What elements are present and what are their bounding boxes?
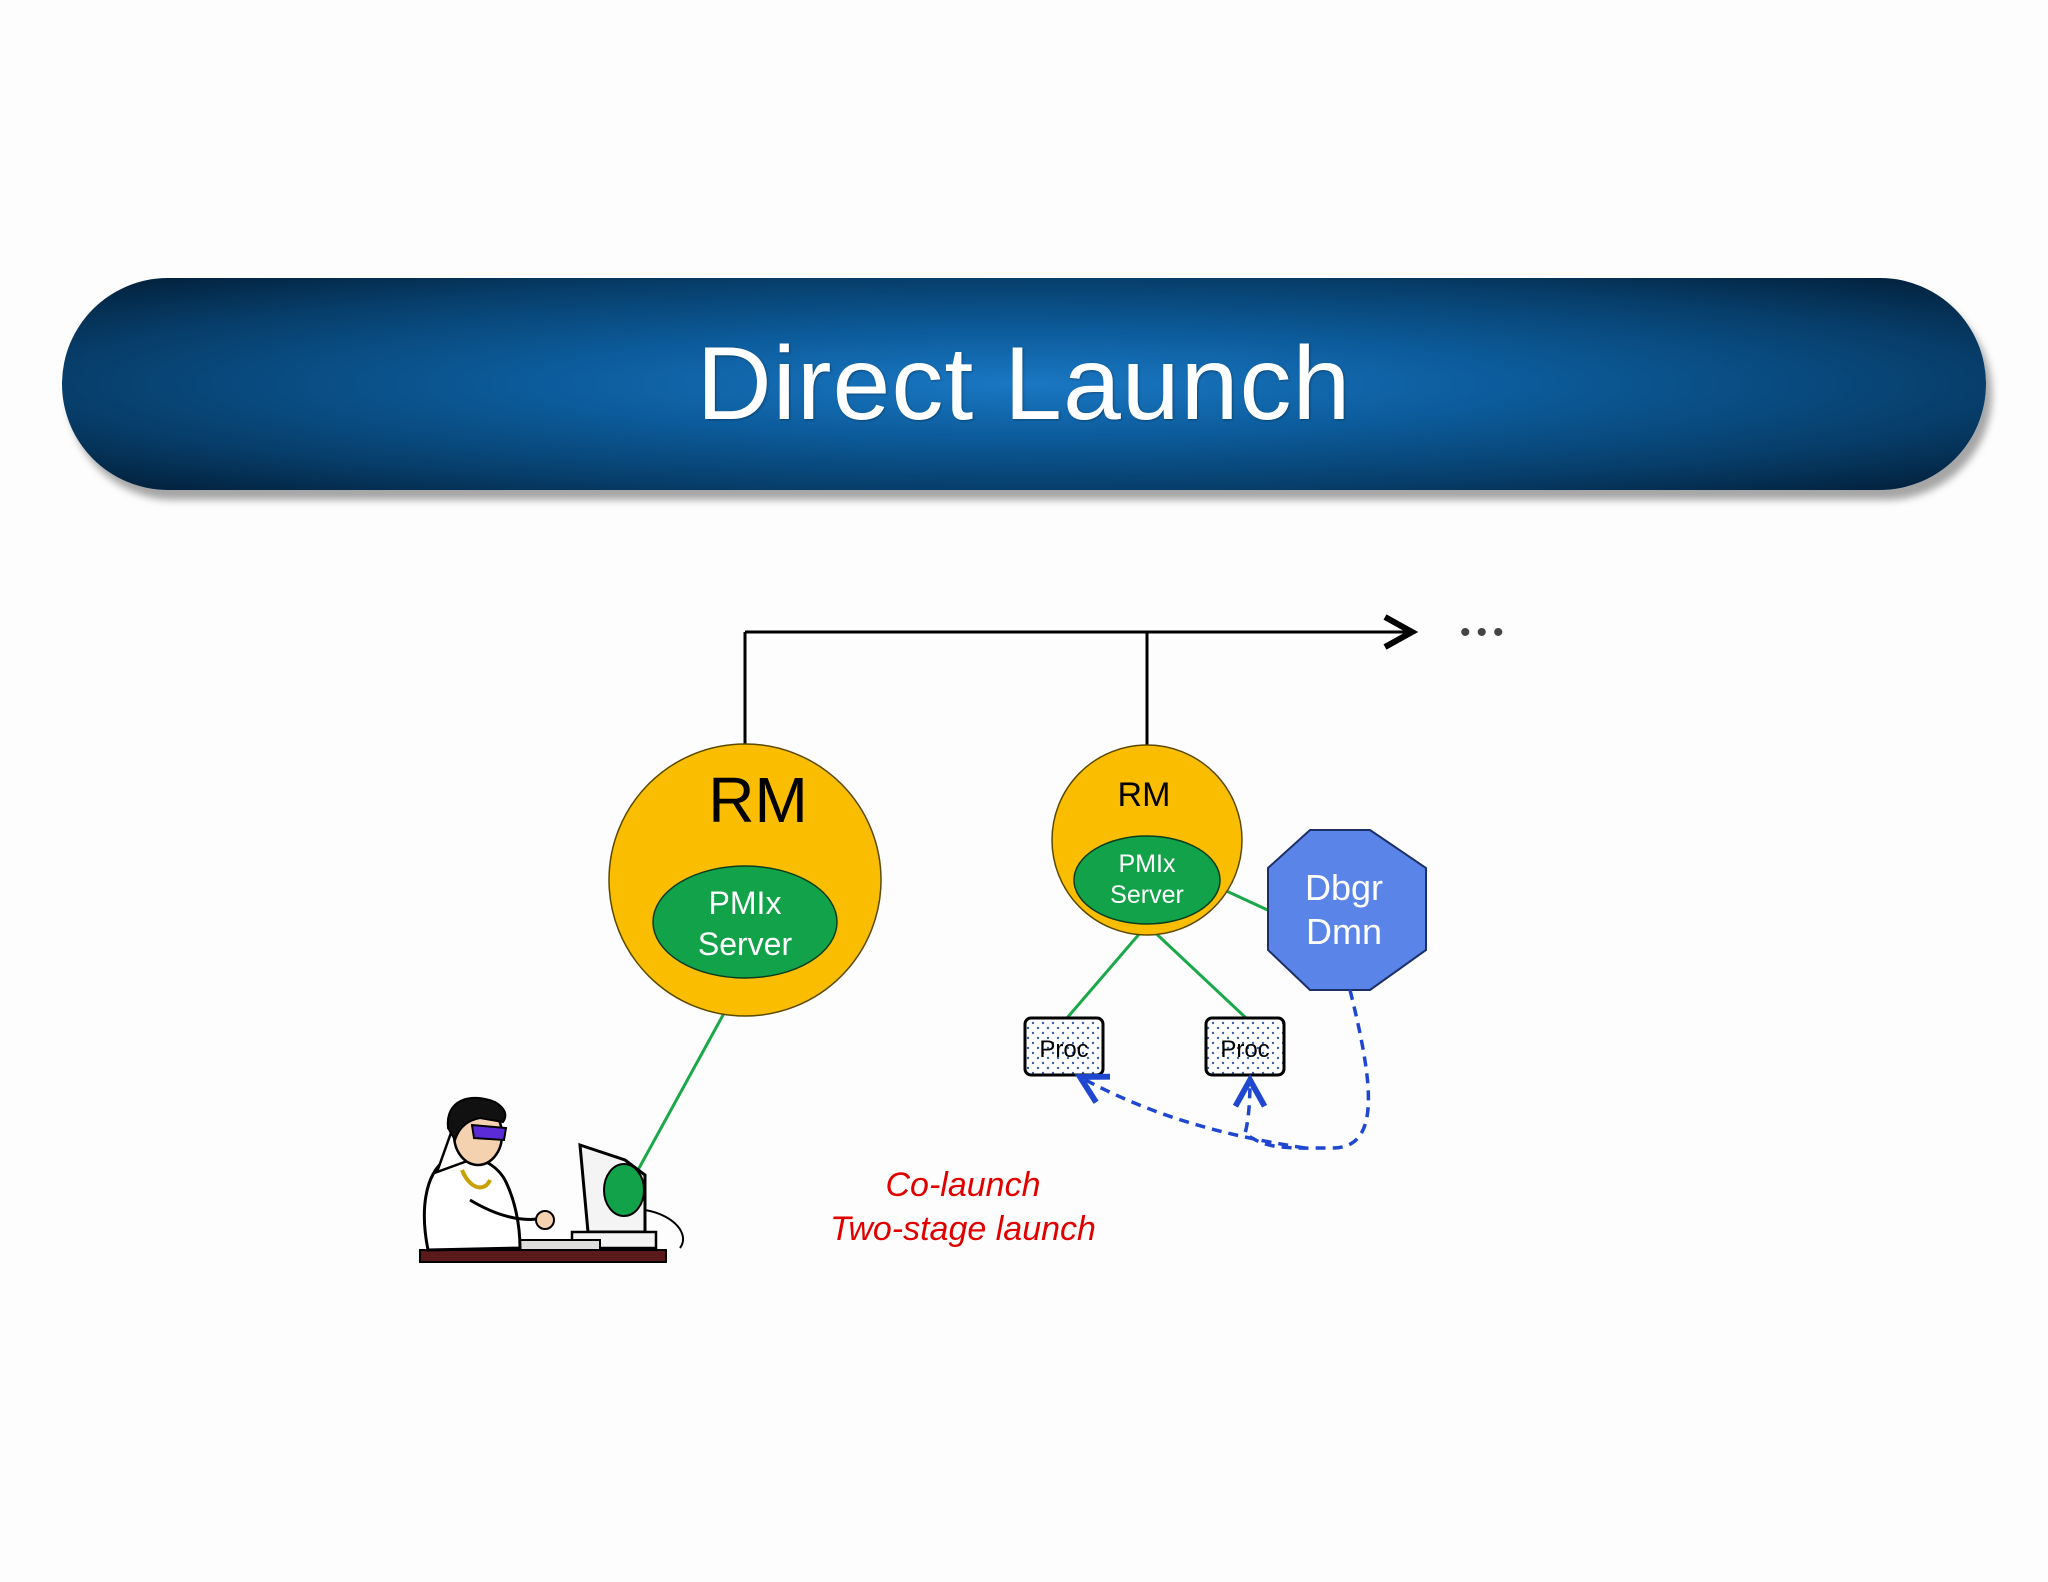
pmix-label-left-1: PMIx: [709, 885, 782, 921]
user-hand: [535, 1210, 555, 1230]
debugger-label-2: Dmn: [1306, 911, 1382, 952]
keyboard: [509, 1239, 601, 1251]
pmix-label-right-1: PMIx: [1119, 850, 1176, 878]
user-hair: [446, 1096, 507, 1143]
proc-box-2: Proc: [1204, 1016, 1286, 1077]
pmix-to-debugger-connector: [1219, 886, 1273, 914]
dashed-arrow-to-proc1: [1080, 1077, 1306, 1150]
debugger-daemon: Dbgr Dmn: [1267, 829, 1427, 991]
proc-box-1: Proc: [1023, 1016, 1105, 1077]
pmix-to-proc2-connector: [1145, 923, 1248, 1020]
pmix-label-left-2: Server: [698, 926, 793, 962]
user-at-computer-illustration: [419, 1096, 685, 1263]
desk: [419, 1249, 667, 1263]
proc-label-2: Proc: [1220, 1036, 1269, 1063]
caption-line-2: Two-stage launch: [830, 1210, 1096, 1248]
pmix-server-left: [652, 865, 838, 979]
network-bus: •••: [743, 616, 1510, 745]
rm-node-left: RM PMIx Server: [608, 743, 882, 1017]
rm-label-right: RM: [1118, 776, 1171, 814]
debugger-octagon: [1267, 829, 1427, 991]
page-title: Direct Launch: [696, 325, 1352, 442]
rm-node-right: RM PMIx Server: [1051, 744, 1243, 936]
proc-rect-1: [1023, 1016, 1105, 1077]
title-banner: Direct Launch: [62, 278, 1986, 490]
pmix-label-right-2: Server: [1110, 881, 1184, 909]
rm-label-left: RM: [708, 764, 808, 836]
proc-label-1: Proc: [1039, 1036, 1088, 1063]
cable: [644, 1209, 685, 1249]
caption-line-1: Co-launch: [886, 1166, 1041, 1204]
debugger-label-1: Dbgr: [1305, 867, 1383, 908]
sunglasses: [470, 1123, 508, 1142]
monitor-screen: [603, 1163, 645, 1217]
pmix-to-proc1-connector: [1065, 924, 1149, 1019]
ellipsis-dots: •••: [1460, 616, 1510, 649]
debugger-attach-arrows: [1080, 989, 1371, 1150]
necklace: [460, 1169, 492, 1190]
dashed-arrow-to-proc2: [1245, 989, 1371, 1150]
pmix-server-right: [1073, 835, 1221, 925]
